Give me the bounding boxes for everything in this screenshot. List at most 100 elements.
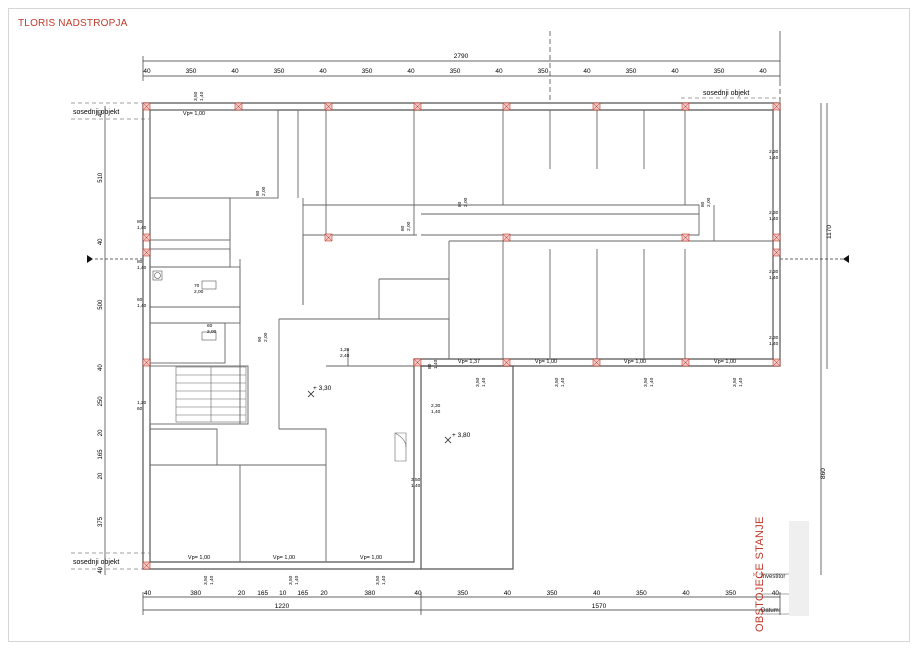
opening-note-12: 70	[194, 283, 200, 289]
opening-note-24: 2,00	[406, 221, 412, 231]
column-hatch-12	[772, 233, 781, 242]
opening-note-3: 1,40	[137, 303, 147, 309]
bottom-dim-13: 350	[636, 590, 647, 597]
top-dim-10: 40	[583, 68, 591, 75]
bottom-right-total: 1570	[592, 603, 607, 610]
column-hatch-7	[772, 102, 781, 111]
outer-walls	[142, 102, 781, 570]
right-dimensions	[780, 103, 849, 575]
column-hatch-1	[234, 102, 243, 111]
window-label-5: Vp= 1,00	[188, 555, 210, 561]
fixtures	[152, 270, 217, 341]
opening-note-14: 2,00	[207, 329, 217, 335]
column-hatch-18	[592, 358, 601, 367]
top-dim-11: 350	[626, 68, 637, 75]
opening-note-19: 3,50	[643, 377, 649, 387]
top-dim-8: 40	[495, 68, 503, 75]
column-hatch-15	[142, 358, 151, 367]
left-dim-6: 20	[98, 429, 104, 436]
investitor-label: Investitor	[761, 574, 786, 580]
bottom-dim-0: 40	[144, 590, 152, 597]
neighbor-label-top-left: sosednji objekt	[73, 109, 119, 116]
opening-note-25: 2,00	[463, 197, 469, 207]
opening-note-15: 2,00	[263, 332, 269, 342]
opening-note-8: 2,30	[769, 335, 779, 341]
opening-note-0: 3,50	[193, 91, 199, 101]
opening-note-19: 1,40	[649, 377, 655, 387]
bottom-dim-10: 40	[504, 590, 512, 597]
top-dim-5: 350	[362, 68, 373, 75]
left-dim-3: 500	[98, 299, 104, 310]
column-hatch-5	[592, 102, 601, 111]
left-dim-5: 250	[98, 396, 104, 407]
neighbor-label-top-right: sosednji objekt	[703, 90, 749, 97]
bottom-dim-16: 40	[772, 590, 780, 597]
opening-note-7: 1,40	[769, 275, 779, 281]
opening-note-6: 1,40	[769, 216, 779, 222]
opening-note-11: 3,50	[411, 477, 421, 483]
opening-note-2: 80	[137, 259, 143, 265]
opening-note-22: 3,50	[288, 575, 294, 585]
opening-note-8: 1,40	[769, 341, 779, 347]
window-label-4: Vp= 1,00	[714, 359, 736, 365]
window-label-1: Vp= 1,37	[458, 359, 480, 365]
staircase	[175, 366, 247, 423]
bottom-dim-5: 165	[297, 590, 308, 597]
bottom-dim-7: 380	[364, 590, 375, 597]
top-dim-7: 350	[450, 68, 461, 75]
top-dim-14: 40	[759, 68, 767, 75]
bottom-dim-14: 40	[682, 590, 690, 597]
opening-note-1: 1,40	[137, 225, 147, 231]
right-dim-lower: 860	[820, 468, 827, 479]
opening-note-9: 1,40	[431, 409, 441, 415]
bottom-dim-11: 350	[547, 590, 558, 597]
column-hatch-4	[502, 102, 511, 111]
column-hatch-16	[413, 358, 422, 367]
left-dim-2: 40	[98, 238, 104, 245]
opening-note-10: 1,40	[433, 359, 439, 369]
column-hatch-0	[142, 102, 151, 111]
bottom-dim-4: 10	[279, 590, 287, 597]
opening-note-18: 3,50	[554, 377, 560, 387]
opening-note-3: 60	[137, 297, 143, 303]
opening-note-17: 1,40	[481, 377, 487, 387]
left-dim-8: 20	[98, 472, 104, 479]
left-dimensions	[87, 106, 143, 575]
top-dim-4: 40	[319, 68, 327, 75]
column-hatch-17	[502, 358, 511, 367]
opening-note-22: 1,40	[294, 575, 300, 585]
left-dim-1: 510	[98, 172, 104, 183]
neighbor-label-bottom-left: sosednji objekt	[73, 559, 119, 566]
opening-note-16: 1,20	[340, 347, 350, 353]
window-label-6: Vp= 1,00	[273, 555, 295, 561]
opening-note-12: 2,00	[194, 289, 204, 295]
opening-note-17: 3,50	[475, 377, 481, 387]
column-hatch-11	[681, 233, 690, 242]
bottom-dimensions	[142, 592, 781, 615]
bottom-dim-8: 40	[414, 590, 422, 597]
opening-note-4: 60	[137, 406, 143, 412]
terrace-stair	[394, 432, 407, 462]
bottom-dim-6: 20	[320, 590, 328, 597]
bottom-left-total: 1220	[275, 603, 290, 610]
column-hatch-14	[772, 248, 781, 257]
left-dim-9: 375	[98, 516, 104, 527]
top-dim-3: 350	[274, 68, 285, 75]
elevation-markers	[307, 390, 452, 444]
column-hatch-19	[681, 358, 690, 367]
opening-note-11: 1,40	[411, 483, 421, 489]
window-label-3: Vp= 1,00	[624, 359, 646, 365]
top-overall-dim: 2790	[454, 53, 469, 60]
floor-plan: 2790 40 350 40 350 40 350 40 350 40 350 40 350 40 350…	[71, 31, 849, 616]
top-dim-6: 40	[407, 68, 415, 75]
opening-note-13: 80	[255, 190, 261, 196]
top-dim-1: 350	[186, 68, 197, 75]
opening-note-1: 80	[137, 219, 143, 225]
opening-note-9: 2,30	[431, 403, 441, 409]
